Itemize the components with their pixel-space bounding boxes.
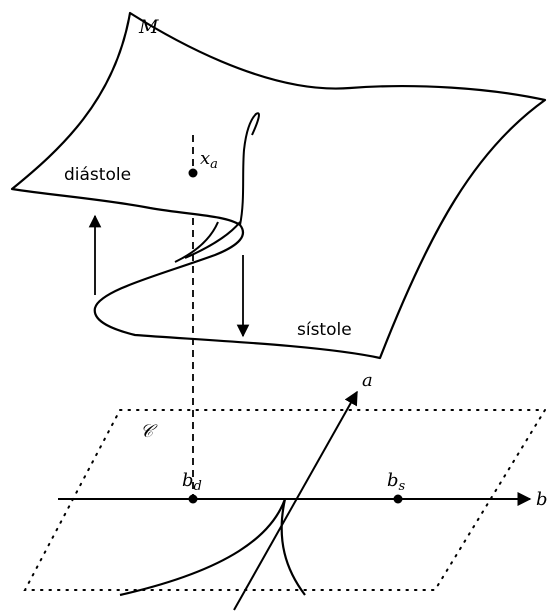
diastole-label: diástole <box>64 165 131 185</box>
cusp-branch-right <box>280 498 306 596</box>
point-b-s-label: bs <box>387 470 406 494</box>
point-x-a-label: xa <box>200 148 218 172</box>
manifold-surface-outline <box>10 11 547 360</box>
axis-b-label: b <box>536 489 548 510</box>
fold-curve-inner-1 <box>174 221 219 263</box>
point-b-d-label: bd <box>182 470 202 494</box>
cusp-branch-left <box>119 498 287 597</box>
control-plane-outline <box>23 409 547 591</box>
systole-label: sístole <box>297 320 352 340</box>
fold-curve-spine <box>239 112 260 226</box>
manifold-label: M <box>138 16 159 38</box>
axis-a-label: a <box>362 370 373 391</box>
point-b-s <box>393 494 403 504</box>
a-axis <box>233 390 358 611</box>
point-b-d <box>188 494 198 504</box>
control-plane-label: 𝒞 <box>140 421 158 442</box>
point-x-a <box>188 168 198 178</box>
